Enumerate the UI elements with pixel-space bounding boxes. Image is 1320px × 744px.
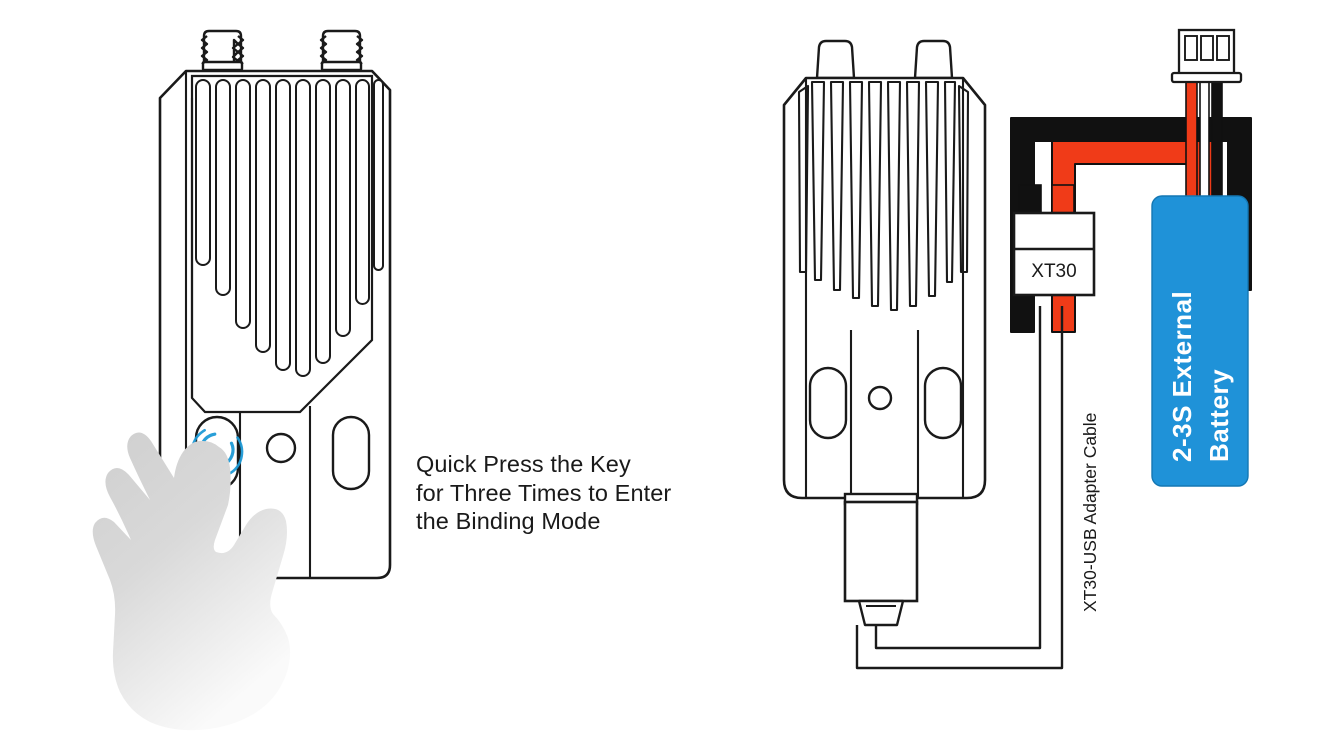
right-button-primary[interactable] [808,366,848,440]
left-antenna-connectors [200,29,364,72]
adapter-cable-path-outline [855,306,1064,670]
right-device-panel-seams [804,78,965,498]
left-led-indicator [265,432,297,464]
right-button-secondary[interactable] [923,366,963,440]
xt30-connector-body [1012,211,1096,297]
left-button-secondary[interactable] [331,415,371,491]
xt30-wire-red-stub [1051,184,1075,216]
xt30-connector: XT30 [1012,184,1096,297]
usb-plug-tip [857,599,905,627]
usb-plug-body [843,500,919,603]
balance-wire-black [1211,71,1223,209]
right-antenna-right-icon [913,39,954,80]
battery-label-group: 2-3S External Battery [1167,291,1234,462]
balance-connector [1170,28,1243,84]
right-antenna-left-icon [815,39,856,80]
balance-wire-white [1199,71,1210,209]
antenna-thread-left [200,35,245,65]
xt30-wire-black-stub [1018,184,1042,216]
balance-lead-wires [1185,71,1223,209]
usb-plug [843,492,919,627]
instruction-caption: Quick Press the Key for Three Times to E… [416,451,672,534]
right-device-controls [808,366,963,440]
balance-connector-slots [1184,35,1230,61]
adapter-cable-label: XT30-USB Adapter Cable [1080,413,1100,612]
negative-wire-black [1010,117,1252,333]
battery-label-line2: Battery [1204,369,1234,462]
antenna-thread-right [319,35,364,65]
external-battery-body [1151,195,1249,487]
battery-label-line1: 2-3S External [1167,291,1197,462]
adapter-cable-path [874,306,1042,650]
antenna-connector-right-icon [321,29,362,68]
antenna-connector-left-icon [202,29,243,68]
left-heatsink-fins [195,79,384,377]
right-antenna-connectors [815,39,954,80]
balance-connector-flange [1170,71,1243,84]
hand-press-icon [92,432,291,731]
xt30-connector-label: XT30 [1031,261,1076,282]
right-led-indicator [867,385,893,411]
balance-wire-red [1185,71,1198,209]
